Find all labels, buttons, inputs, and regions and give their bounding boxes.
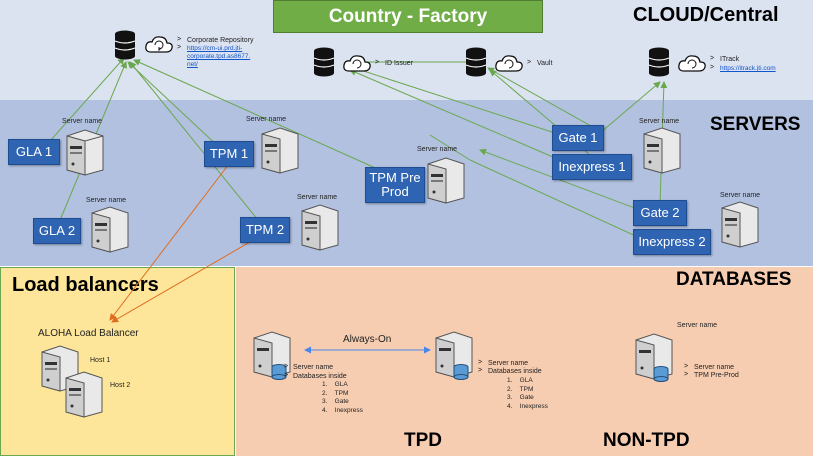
- always-on-label: Always-On: [343, 334, 392, 345]
- cloud-sync-icon: [342, 53, 372, 78]
- db-databases-inside: Databases inside: [488, 368, 542, 375]
- db-server-icon: [632, 332, 678, 389]
- chevron-right-icon: >: [177, 36, 182, 43]
- db-server-icon: [432, 330, 478, 387]
- db-server-name: Server name: [293, 364, 334, 371]
- chevron-right-icon: >: [284, 372, 289, 379]
- list-item: 1. GLA: [507, 377, 533, 384]
- db-list: 1. GLA 2. TPM 3. Gate 4. Inexpress: [322, 381, 363, 415]
- cloud-sync-icon: [677, 53, 707, 78]
- chevron-right-icon: >: [684, 363, 689, 370]
- list-item: 2. TPM: [507, 385, 534, 393]
- server-icon: [424, 156, 466, 209]
- repo-label: Corporate Repository: [187, 37, 254, 44]
- load-balancers-zone: [0, 267, 235, 456]
- server-icon: [298, 203, 340, 256]
- itrack-label: ITrack: [720, 56, 740, 63]
- chevron-right-icon: >: [527, 59, 532, 66]
- database-icon: [114, 30, 136, 65]
- db-server-name: Server name: [677, 322, 718, 329]
- server-icon: [640, 126, 682, 179]
- chevron-right-icon: >: [710, 55, 715, 62]
- server-name-label: Server name: [417, 146, 458, 153]
- cloud-sync-icon: [494, 53, 524, 78]
- database-icon: [313, 47, 335, 82]
- itrack-link[interactable]: https://itrack.jti.com: [720, 65, 776, 72]
- node-gate1[interactable]: Gate 1: [552, 125, 604, 151]
- server-name-label: Server name: [297, 194, 338, 201]
- list-item: 3. Gate: [507, 394, 534, 401]
- non-tpd-heading: NON-TPD: [603, 430, 690, 451]
- server-icon: [38, 344, 80, 397]
- chevron-right-icon: >: [710, 64, 715, 71]
- server-icon: [718, 200, 760, 253]
- db-server-name: Server name: [694, 364, 735, 371]
- db-server-name: Server name: [488, 360, 529, 367]
- node-inexpress2[interactable]: Inexpress 2: [633, 229, 711, 255]
- server-name-label: Server name: [720, 192, 761, 199]
- cloud-central-heading: CLOUD/Central: [633, 4, 779, 26]
- node-gla2[interactable]: GLA 2: [33, 218, 81, 244]
- load-balancers-heading: Load balancers: [12, 274, 159, 296]
- cloud-sync-icon: [144, 34, 174, 59]
- db-databases-inside: Databases inside: [293, 373, 347, 380]
- database-icon: [465, 47, 487, 82]
- vault-label: Vault: [537, 60, 553, 67]
- databases-zone: [236, 267, 813, 456]
- node-gate2[interactable]: Gate 2: [633, 200, 687, 226]
- tpd-heading: TPD: [404, 430, 442, 451]
- server-icon: [63, 128, 105, 181]
- id-issuer-label: ID Issuer: [385, 60, 414, 67]
- node-tpm2[interactable]: TPM 2: [240, 217, 290, 243]
- repo-link[interactable]: https://cm-ui.prd.jti- corporate.tpd.as8…: [187, 45, 251, 68]
- database-icon: [648, 47, 670, 82]
- server-name-label: Server name: [86, 197, 127, 204]
- server-name-label: Server name: [62, 118, 103, 125]
- node-gla1[interactable]: GLA 1: [8, 139, 60, 165]
- node-inexpress1[interactable]: Inexpress 1: [552, 154, 632, 180]
- chevron-right-icon: >: [478, 359, 483, 366]
- chevron-right-icon: >: [177, 44, 182, 51]
- server-icon: [88, 205, 130, 258]
- db-server-icon: [250, 330, 296, 387]
- chevron-right-icon: >: [375, 59, 380, 66]
- host1-label: Host 1: [90, 357, 111, 364]
- preprod-db-label: TPM Pre-Prod: [694, 372, 739, 379]
- chevron-right-icon: >: [284, 363, 289, 370]
- databases-heading: DATABASES: [676, 269, 792, 290]
- list-item: 1. GLA: [322, 381, 348, 388]
- orange-arrows: [109, 159, 263, 323]
- servers-heading: SERVERS: [710, 114, 801, 135]
- server-name-label: Server name: [639, 118, 680, 125]
- aloha-load-balancer-label: ALOHA Load Balancer: [38, 328, 139, 339]
- server-icon: [258, 126, 300, 179]
- db-list: 1. GLA 2. TPM 3. Gate 4. Inexpress: [507, 377, 548, 411]
- node-tpm1[interactable]: TPM 1: [204, 141, 254, 167]
- server-name-label: Server name: [246, 116, 287, 123]
- host2-label: Host 2: [110, 382, 131, 389]
- country-factory-banner: Country - Factory: [273, 0, 543, 33]
- list-item: 4. Inexpress: [507, 402, 548, 410]
- chevron-right-icon: >: [684, 371, 689, 378]
- server-icon: [62, 370, 104, 423]
- list-item: 3. Gate: [322, 398, 349, 405]
- list-item: 2. TPM: [322, 389, 349, 397]
- list-item: 4. Inexpress: [322, 406, 363, 414]
- chevron-right-icon: >: [478, 367, 483, 374]
- node-tpm-preprod[interactable]: TPM Pre Prod: [365, 167, 425, 203]
